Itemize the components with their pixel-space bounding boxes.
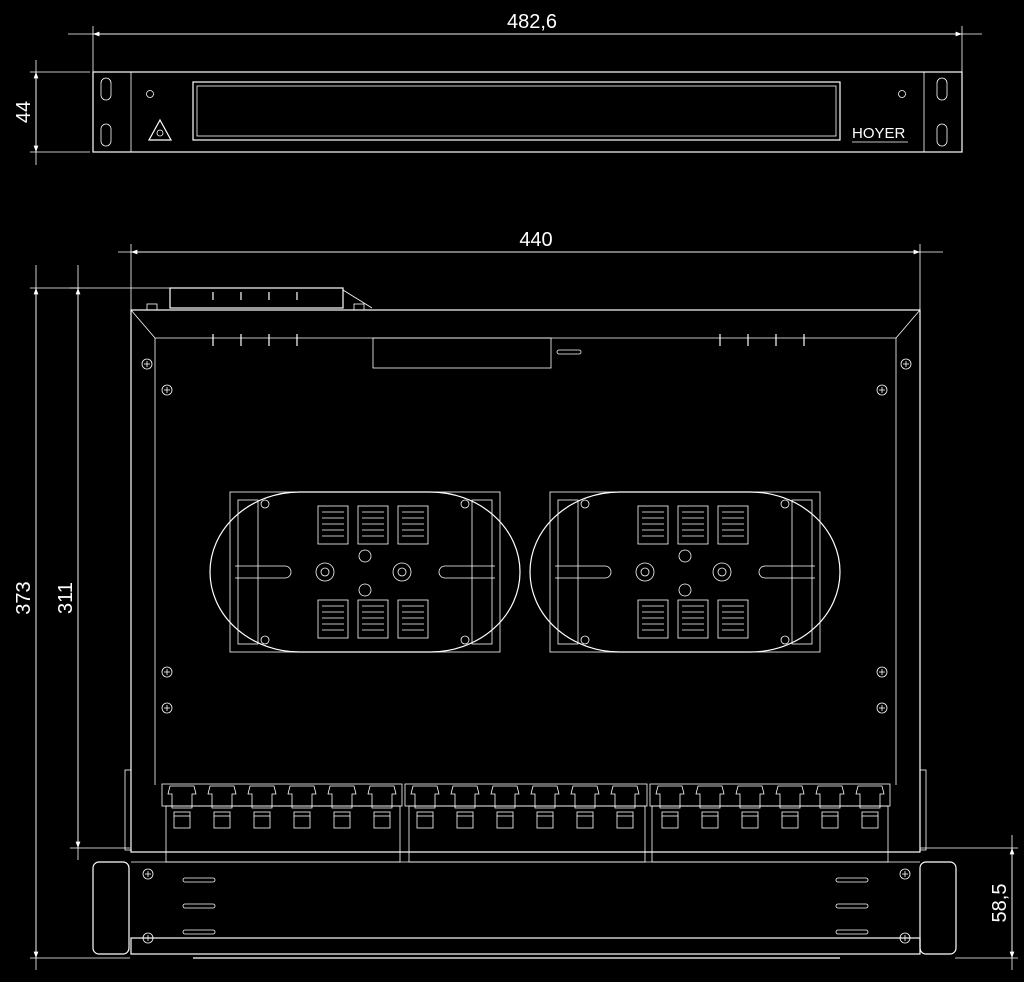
splice-cassette-right	[529, 491, 841, 653]
tray-body	[130, 309, 921, 853]
front-panel	[92, 71, 963, 153]
mounting-slot	[100, 77, 112, 101]
mounting-slot	[100, 123, 112, 147]
front-view: HOYER 482,6 44	[13, 11, 982, 165]
dim-overall-depth: 373	[13, 581, 35, 614]
rear-cable-bracket	[169, 287, 344, 309]
dim-front-height: 44	[13, 101, 35, 123]
dim-tray-depth: 311	[55, 582, 77, 614]
splice-cassette-left	[209, 491, 521, 653]
brand-logo: HOYER	[852, 125, 906, 142]
adapter-panel-middle	[404, 783, 648, 863]
mounting-slot	[936, 123, 948, 147]
front-window	[192, 81, 841, 141]
dim-front-depth: 58,5	[989, 884, 1011, 923]
front-drawer	[92, 861, 957, 959]
dim-front-width: 482,6	[507, 11, 557, 33]
mounting-slot	[936, 77, 948, 101]
adapter-panel-left	[161, 783, 403, 863]
dim-inner-width: 440	[519, 229, 552, 251]
adapter-panel-right	[649, 783, 891, 863]
laser-warning-triangle-icon	[147, 118, 173, 141]
label-holder	[372, 337, 552, 369]
top-view: 440 373 311 58,5	[13, 229, 1018, 970]
